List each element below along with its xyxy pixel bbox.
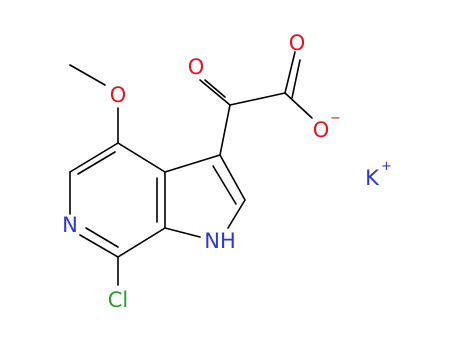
bond-n1-c7a [164, 227, 201, 238]
pyridine-nitrogen-label: N [62, 213, 78, 237]
bond-carboxyl-o-minus [284, 92, 313, 119]
bond-ketone-o-inner [204, 79, 226, 98]
bond-n6-c7-inner [85, 227, 119, 248]
bond-c7-c7a [117, 227, 166, 258]
pyrrole-nh-label: NH [204, 229, 236, 253]
atom-labels: O O O O − N NH Cl K + [62, 31, 392, 312]
potassium-label: K [365, 166, 380, 190]
bond-methyl-o [69, 64, 106, 86]
bond-lines [69, 51, 313, 286]
bond-c3a-c3 [164, 154, 221, 173]
carboxylate-oxygen-label: O [313, 118, 330, 142]
bond-c2-n1 [227, 199, 246, 229]
potassium-charge: + [381, 159, 392, 174]
bond-c4-c5-inner [77, 151, 116, 175]
bond-ketone-carboxyl [229, 92, 286, 106]
bond-carboxyl-o-inner [291, 59, 301, 99]
bond-c3-ketone [219, 104, 231, 156]
bond-c3a-c4 [117, 142, 166, 173]
bond-carboxyl-o-outer [284, 51, 296, 94]
methoxy-oxygen-label: O [110, 83, 127, 107]
bond-c3-c2 [219, 154, 246, 201]
bond-n6-c7 [79, 234, 119, 258]
bond-ketone-o-outer [199, 79, 231, 106]
carboxylate-charge: − [330, 111, 341, 126]
carboxyl-oxygen-label: O [289, 31, 306, 55]
keto-oxygen-label: O [188, 55, 205, 79]
chlorine-label: Cl [108, 288, 129, 312]
bond-c4-c5 [69, 142, 119, 173]
bond-c3-c2-inner [212, 165, 237, 205]
